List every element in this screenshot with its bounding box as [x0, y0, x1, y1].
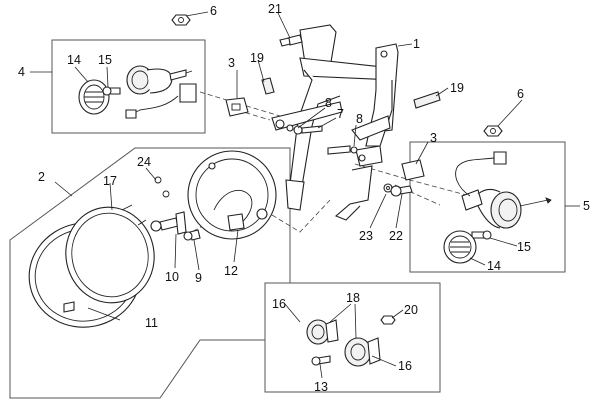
callout-label-19-left: 19	[250, 51, 264, 65]
callout-label-12: 12	[224, 264, 238, 278]
callout-label-3-right: 3	[430, 131, 437, 145]
bulb-right	[471, 230, 492, 240]
callout-label-14-left: 14	[67, 53, 81, 67]
callout-label-10: 10	[165, 270, 179, 284]
right-turn-signal-box	[409, 141, 566, 273]
horn-left	[306, 319, 339, 345]
spacer-3-left	[225, 97, 249, 117]
rubber-pad-left	[261, 77, 275, 95]
callout-label-4: 4	[18, 65, 25, 79]
callout-label-14-right: 14	[487, 259, 501, 273]
headlight-bracket	[271, 24, 399, 221]
callout-label-17: 17	[103, 174, 117, 188]
horn-bolt-13	[311, 355, 331, 366]
right-turn-signal	[443, 151, 552, 264]
rubber-pad-right	[413, 91, 441, 109]
bolt-22	[390, 185, 413, 197]
callout-label-15-left: 15	[98, 53, 112, 67]
headlight-reflector	[65, 204, 155, 304]
callout-label-23: 23	[359, 229, 373, 243]
turn-signal-housing-right	[455, 151, 552, 229]
callout-label-15-right: 15	[517, 240, 531, 254]
callout-label-5: 5	[583, 199, 590, 213]
callout-label-20: 20	[404, 303, 418, 317]
callout-label-2: 2	[38, 170, 45, 184]
left-turn-signal	[78, 65, 197, 119]
callout-label-9: 9	[195, 271, 202, 285]
callout-label-19-right: 19	[450, 81, 464, 95]
rubber-caps-24	[154, 176, 170, 198]
nut-20	[380, 315, 396, 325]
washer-8-left	[286, 124, 294, 132]
washer-8-right	[350, 146, 358, 154]
spacer-3-right	[401, 159, 425, 181]
callout-label-18: 18	[346, 291, 360, 305]
callout-label-3-left: 3	[228, 56, 235, 70]
turn-signal-housing-left	[125, 65, 197, 119]
callout-label-11: 11	[145, 316, 158, 330]
horn-box	[264, 282, 441, 393]
callout-label-16-right: 16	[398, 359, 412, 373]
callout-label-8-left: 8	[325, 96, 332, 110]
callout-labels: 1 2 3 3 4 5 6 6 7 8 8 9 10 11 12 13 14 1…	[18, 2, 590, 394]
turn-signal-lens-right	[443, 230, 477, 264]
horn-right	[344, 337, 381, 367]
bolt-8-right	[327, 145, 351, 155]
nut-6-right	[483, 125, 503, 137]
callout-label-1: 1	[413, 37, 420, 51]
turn-signal-lens-left	[78, 79, 110, 115]
callout-label-21: 21	[268, 2, 282, 16]
leader-lines	[30, 11, 580, 379]
callout-label-13: 13	[314, 380, 328, 394]
parking-bulb	[183, 229, 201, 241]
callout-label-6-right: 6	[517, 87, 524, 101]
headlight-bulb	[150, 211, 187, 235]
callout-label-24: 24	[137, 155, 151, 169]
bolt-7	[293, 125, 323, 135]
bulb-left	[102, 86, 121, 96]
callout-label-16-left: 16	[272, 297, 286, 311]
nut-6-top	[171, 14, 191, 26]
callout-label-8-right: 8	[356, 112, 363, 126]
callout-label-7: 7	[337, 107, 344, 121]
callout-label-22: 22	[389, 229, 403, 243]
headlight-shell	[187, 150, 277, 240]
callout-label-6-top: 6	[210, 4, 217, 18]
bolt-21	[279, 34, 303, 47]
